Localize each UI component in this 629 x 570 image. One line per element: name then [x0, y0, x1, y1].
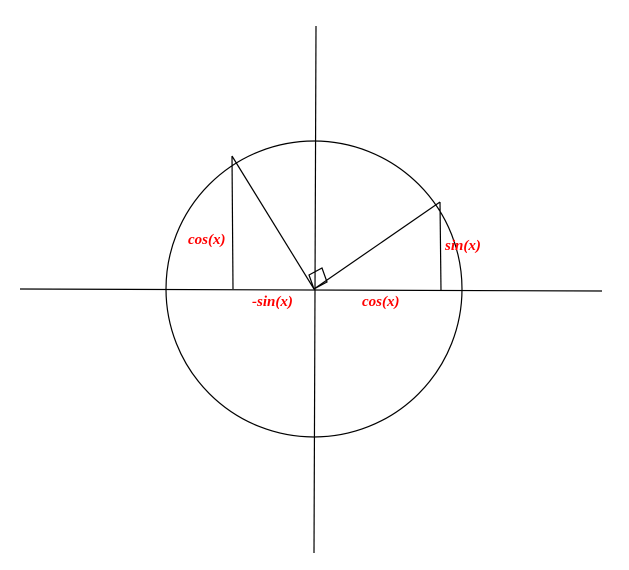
label-cos-vertical: cos(x)	[188, 232, 226, 248]
right-angle-marker	[308, 267, 328, 290]
unit-circle	[165, 140, 463, 438]
label-cos-horizontal: cos(x)	[362, 294, 400, 310]
cos-segment-vertical	[231, 155, 234, 290]
y-axis	[313, 25, 317, 554]
x-axis	[19, 288, 603, 292]
sin-segment	[439, 201, 442, 292]
radius-left	[231, 155, 315, 290]
radius-right	[313, 201, 441, 290]
label-neg-sin: -sin(x)	[252, 294, 293, 310]
label-sin: sin(x)	[444, 238, 481, 254]
